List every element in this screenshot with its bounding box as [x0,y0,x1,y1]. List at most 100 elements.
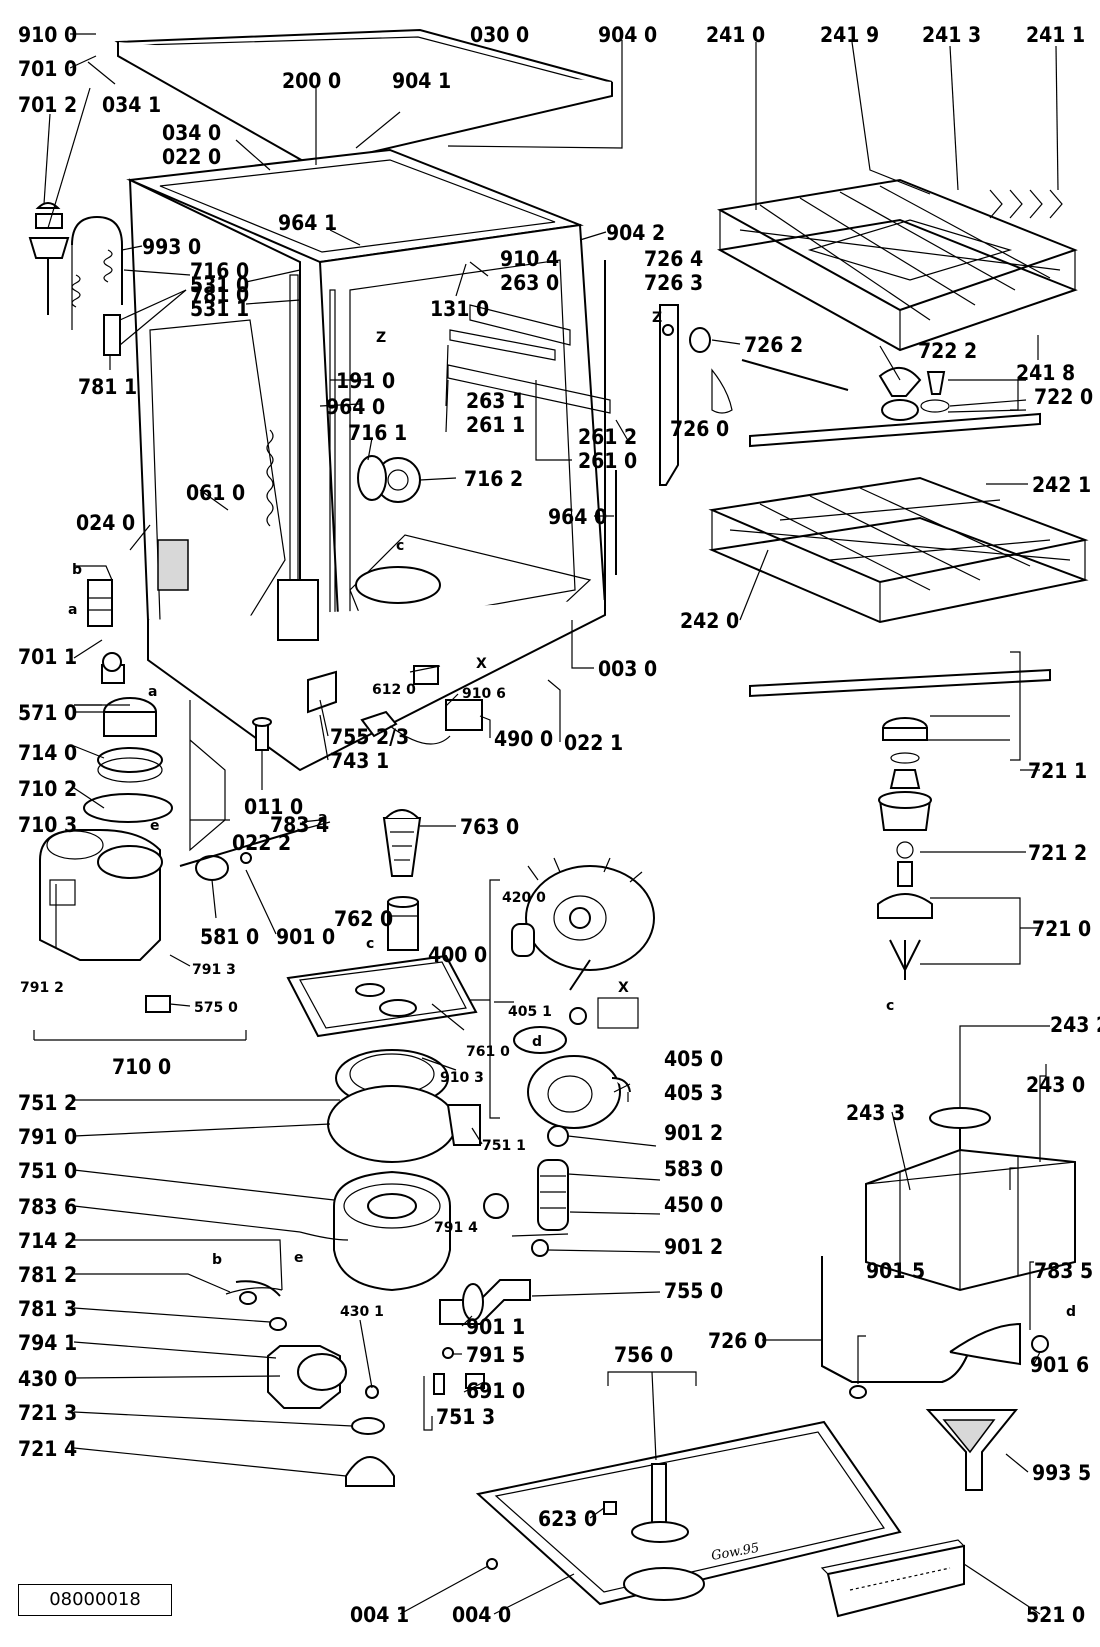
marker-letter: a [68,602,77,618]
letter-markers: a b a c e c Z Z X X a b e c d d [68,310,1076,1320]
part-label: 024 0 [76,511,135,535]
part-label: 242 0 [680,609,739,633]
part-label: 131 0 [430,297,489,321]
part-label: 755 0 [664,1279,723,1303]
document-code: 08000018 [49,1589,141,1610]
part-label: 755 2/3 [330,725,409,749]
part-label: 030 0 [470,23,529,47]
marker-letter: X [618,980,629,996]
part-label: 241 1 [1026,23,1085,47]
part-label: 243 0 [1026,1073,1085,1097]
part-label: 716 0 [190,259,249,283]
part-label: 061 0 [186,481,245,505]
part-label: 612 0 [372,682,416,698]
marker-letter: d [1066,1304,1076,1320]
part-label: 726 2 [744,333,803,357]
part-label: 243 3 [846,1101,905,1125]
part-label: 400 0 [428,943,487,967]
part-label: 964 0 [548,505,607,529]
part-label: 964 1 [278,211,337,235]
part-label: 910 4 [500,247,559,271]
part-label: 714 0 [18,741,77,765]
part-label: 242 1 [1032,473,1091,497]
part-label: 783 6 [18,1195,77,1219]
part-label: 791 4 [434,1220,478,1236]
part-label: 710 3 [18,813,77,837]
part-label: 901 6 [1030,1353,1089,1377]
leader-lines [33,33,1059,1615]
part-label: 904 2 [606,221,665,245]
part-label: 791 3 [192,962,236,978]
part-label: 726 3 [644,271,703,295]
part-label: 701 0 [18,57,77,81]
part-label: 575 0 [194,1000,238,1016]
base-plate [475,1420,902,1606]
part-label: 761 0 [466,1044,510,1060]
part-label: 004 0 [452,1603,511,1627]
part-label: 726 0 [708,1329,767,1353]
part-label: 781 1 [78,375,137,399]
marker-letter: c [396,538,404,554]
part-label: 721 1 [1028,759,1087,783]
part-label: 691 0 [466,1379,525,1403]
coarse-filter [382,817,422,877]
part-label: 531 0 [190,273,249,297]
part-label: 716 2 [464,467,523,491]
part-label: 261 0 [578,449,637,473]
part-label: 710 2 [18,777,77,801]
part-label: 191 0 [336,369,395,393]
part-label: 721 0 [1032,917,1091,941]
part-label: 405 0 [664,1047,723,1071]
lower-spray-arm [749,668,1051,698]
part-label: 781 0 [190,283,249,307]
marker-letter: Z [652,310,662,326]
part-label: 781 2 [18,1263,77,1287]
part-label: 405 3 [664,1081,723,1105]
part-label: 241 9 [820,23,879,47]
part-label: 783 4 [270,813,329,837]
part-label: 714 2 [18,1229,77,1253]
part-label: 993 0 [142,235,201,259]
part-label: 701 1 [18,645,77,669]
part-label: 756 0 [614,1343,673,1367]
part-label: 241 0 [706,23,765,47]
part-label: 791 5 [466,1343,525,1367]
part-label: 420 0 [502,890,546,906]
part-label: 901 0 [276,925,335,949]
upper-basket [717,178,1078,352]
part-label: 004 1 [350,1603,409,1627]
part-labels: 910 0 701 0 701 2 034 1 030 0 904 0 200 … [18,23,1100,1627]
door-switch [445,699,483,731]
pump-housing [527,1055,621,1129]
marker-letter: c [886,998,894,1014]
part-label: 901 1 [466,1315,525,1339]
part-label: 710 0 [112,1055,171,1079]
lower-basket [708,476,1089,624]
part-label: 531 1 [190,297,249,321]
part-label: 751 0 [18,1159,77,1183]
part-label: 726 4 [644,247,703,271]
part-label: 751 2 [18,1091,77,1115]
part-label: 762 0 [334,907,393,931]
part-label: 993 5 [1032,1461,1091,1485]
part-label: 490 0 [494,727,553,751]
part-label: 910 6 [462,686,506,702]
part-label: 791 0 [18,1125,77,1149]
part-label: 781 3 [18,1297,77,1321]
part-label: 904 1 [392,69,451,93]
part-label: 964 0 [326,395,385,419]
part-label: 243 2 [1050,1013,1100,1037]
part-label: 910 3 [440,1070,484,1086]
part-label: 022 0 [162,145,221,169]
part-label: 241 8 [1016,361,1075,385]
part-drawings [28,28,1089,1618]
part-label: 022 2 [232,831,291,855]
part-label: 904 0 [598,23,657,47]
part-label: 791 2 [20,980,64,996]
part-label: 200 0 [282,69,341,93]
part-label: 763 0 [460,815,519,839]
part-label: 263 0 [500,271,559,295]
part-label: 721 2 [1028,841,1087,865]
part-label: 571 0 [18,701,77,725]
